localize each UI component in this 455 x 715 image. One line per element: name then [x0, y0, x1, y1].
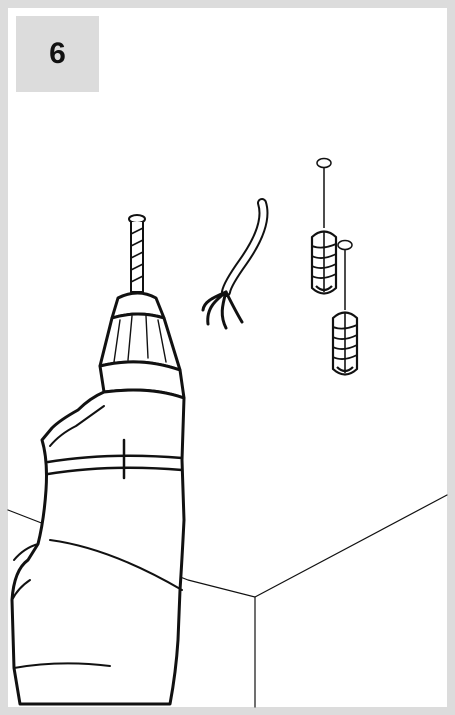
electrical-cable-icon [203, 203, 264, 328]
wall-plug-icon [312, 232, 357, 375]
power-drill-icon [12, 215, 184, 704]
